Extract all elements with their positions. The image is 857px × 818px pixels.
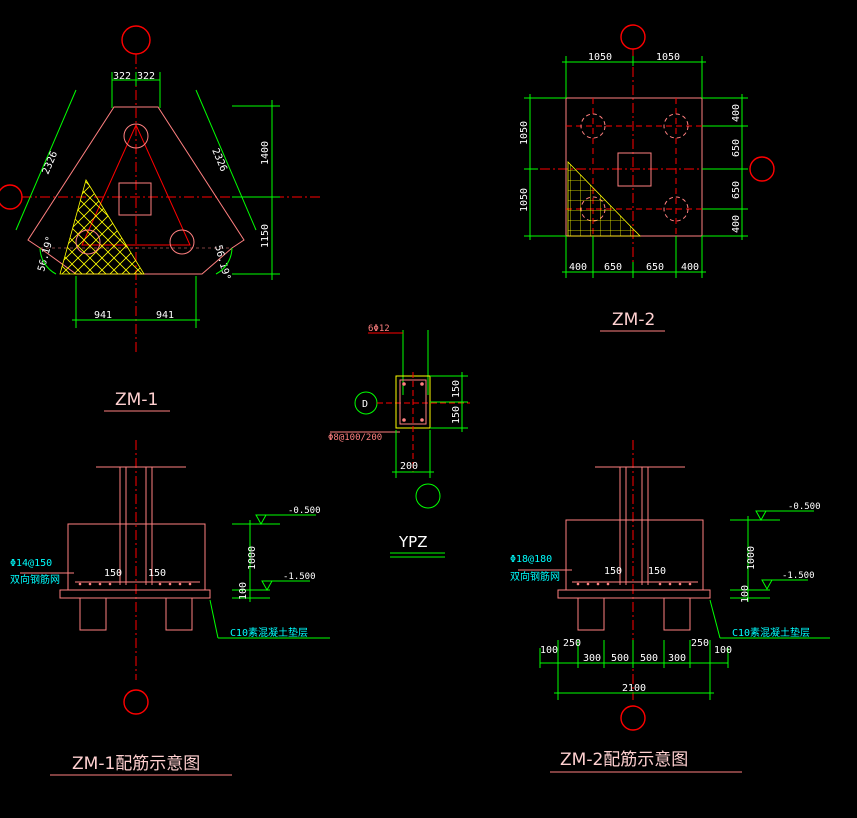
zm2-bottom-dim-label: 500 <box>611 653 629 664</box>
zm1-section: Φ14@150 双向钢筋网 150 150 -0.500 -1.500 1000… <box>10 440 330 776</box>
svg-text:650: 650 <box>731 139 742 157</box>
svg-text:941: 941 <box>94 310 112 321</box>
svg-text:1000: 1000 <box>746 546 757 570</box>
svg-text:400: 400 <box>731 215 742 233</box>
svg-text:56.19°: 56.19° <box>36 235 56 273</box>
svg-text:-1.500: -1.500 <box>782 571 815 581</box>
svg-text:150: 150 <box>451 406 462 424</box>
zm2-bottom-dim-label: 500 <box>640 653 658 664</box>
zm1-section-title: ZM-1配筋示意图 <box>72 754 200 774</box>
zm2-bottom-dim-label: 250 <box>563 638 581 649</box>
svg-text:650: 650 <box>731 181 742 199</box>
zm1-title: ZM-1 <box>115 390 158 410</box>
svg-text:1050: 1050 <box>588 52 612 63</box>
svg-text:400: 400 <box>569 262 587 273</box>
svg-text:2326: 2326 <box>209 147 229 173</box>
svg-text:1050: 1050 <box>519 188 530 212</box>
svg-text:941: 941 <box>156 310 174 321</box>
zm2-bottom-dim-label: 300 <box>583 653 601 664</box>
svg-text:-0.500: -0.500 <box>288 506 321 516</box>
svg-text:双向钢筋网: 双向钢筋网 <box>510 570 560 583</box>
svg-text:D: D <box>362 399 368 410</box>
zm2-plan: 1050 1050 1050 1050 400 650 650 400 400 … <box>519 24 775 332</box>
zm2-bottom-dim-label: 100 <box>714 645 732 656</box>
svg-text:322: 322 <box>137 71 155 82</box>
axis-bubble-left <box>0 184 23 210</box>
svg-text:200: 200 <box>400 461 418 472</box>
ypz-detail: 6Φ12 D 150 150 Φ8@100/200 200 YPZ <box>328 324 470 558</box>
svg-text:双向钢筋网: 双向钢筋网 <box>10 573 60 586</box>
zm1-plan: 322 322 2326 2326 1400 1150 56.19° 56.19… <box>0 25 320 412</box>
svg-text:150: 150 <box>451 380 462 398</box>
axis-bubble-bottom <box>123 689 149 715</box>
zm2-section-title: ZM-2配筋示意图 <box>560 750 688 770</box>
svg-text:400: 400 <box>731 104 742 122</box>
zm2-bottom-dim-label: 250 <box>691 638 709 649</box>
svg-text:C10素混凝土垫层: C10素混凝土垫层 <box>230 626 308 639</box>
svg-text:C10素混凝土垫层: C10素混凝土垫层 <box>732 626 810 639</box>
axis-bubble-top <box>620 24 646 50</box>
axis-bubble-bottom <box>620 705 646 731</box>
svg-text:1150: 1150 <box>260 224 271 248</box>
svg-text:2326: 2326 <box>41 150 61 176</box>
svg-text:1000: 1000 <box>247 546 258 570</box>
svg-text:150: 150 <box>148 568 166 579</box>
svg-text:Φ8@100/200: Φ8@100/200 <box>328 433 382 443</box>
zm2-section: Φ18@180 双向钢筋网 150 150 -0.500 -1.500 1000… <box>510 440 830 773</box>
svg-text:6Φ12: 6Φ12 <box>368 324 390 334</box>
svg-text:1400: 1400 <box>260 141 271 165</box>
svg-text:150: 150 <box>104 568 122 579</box>
svg-text:1050: 1050 <box>519 121 530 145</box>
svg-text:150: 150 <box>648 566 666 577</box>
ypz-title: YPZ <box>398 533 427 551</box>
zm2-hatch <box>567 161 641 237</box>
axis-bubble-right <box>749 156 775 182</box>
svg-text:322: 322 <box>113 71 131 82</box>
zm2-title: ZM-2 <box>612 310 655 330</box>
svg-text:2100: 2100 <box>622 683 646 694</box>
zm1-outline <box>27 106 245 275</box>
svg-text:1050: 1050 <box>656 52 680 63</box>
zm1-hatch <box>59 179 145 275</box>
svg-text:Φ18@180: Φ18@180 <box>510 554 552 565</box>
svg-text:-1.500: -1.500 <box>283 572 316 582</box>
svg-text:100: 100 <box>740 585 751 603</box>
zm2-bottom-dim-label: 100 <box>540 645 558 656</box>
svg-text:Φ14@150: Φ14@150 <box>10 558 52 569</box>
svg-text:100: 100 <box>238 582 249 600</box>
svg-text:-0.500: -0.500 <box>788 502 821 512</box>
svg-text:650: 650 <box>604 262 622 273</box>
axis-bubble-top <box>121 25 151 55</box>
zm2-bottom-dim-label: 300 <box>668 653 686 664</box>
svg-text:150: 150 <box>604 566 622 577</box>
svg-text:400: 400 <box>681 262 699 273</box>
svg-text:650: 650 <box>646 262 664 273</box>
